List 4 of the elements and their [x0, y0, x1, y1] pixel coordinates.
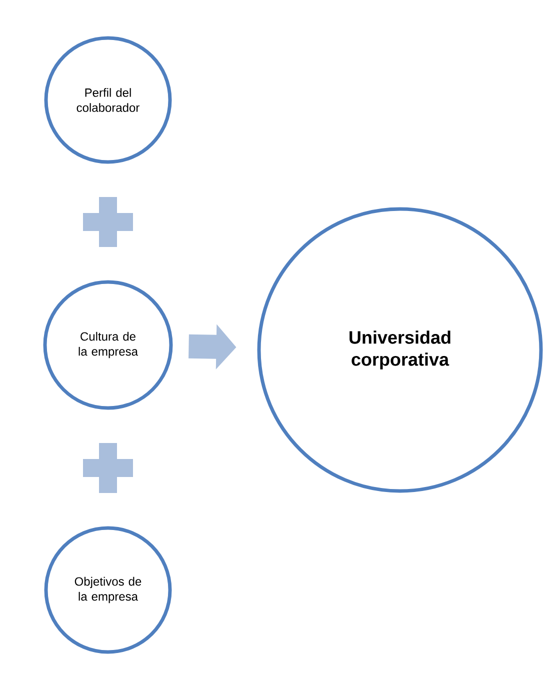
circle-node: Objetivos de la empresa: [44, 526, 172, 654]
circle-node: Cultura de la empresa: [43, 280, 173, 410]
circle-node: Universidad corporativa: [257, 207, 543, 493]
circle-node: Perfil del colaborador: [44, 36, 172, 164]
